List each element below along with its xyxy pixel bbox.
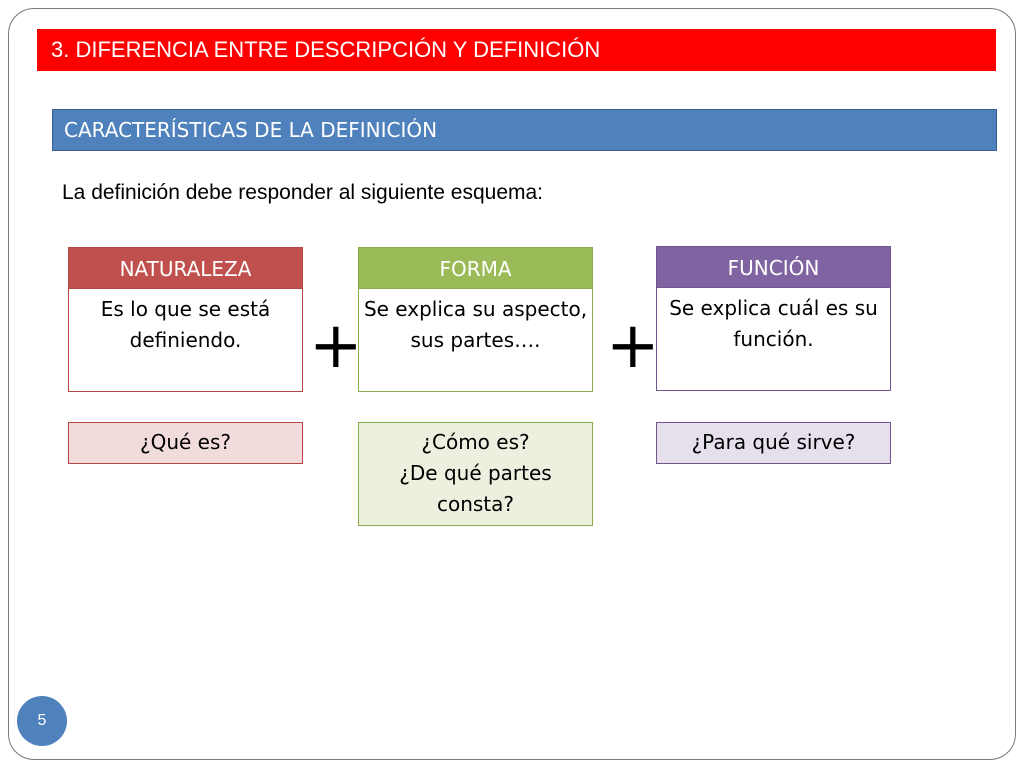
forma-question-line-2: ¿De qué partes consta? [399, 461, 552, 516]
funcion-header: FUNCIÓN [656, 246, 891, 288]
plus-icon: + [309, 309, 363, 383]
intro-text: La definición debe responder al siguient… [62, 181, 544, 204]
funcion-question-line: ¿Para qué sirve? [691, 430, 856, 454]
funcion-box: FUNCIÓN Se explica cuál es su función. [656, 246, 891, 391]
naturaleza-body: Es lo que se está definiendo. [68, 289, 303, 392]
funcion-body: Se explica cuál es su función. [656, 288, 891, 391]
forma-question-line-1: ¿Cómo es? [421, 430, 530, 454]
funcion-question: ¿Para qué sirve? [656, 422, 891, 464]
section-heading: CARACTERÍSTICAS DE LA DEFINICIÓN [52, 109, 997, 151]
page-number: 5 [17, 696, 67, 746]
plus-icon: + [606, 309, 660, 383]
naturaleza-header: NATURALEZA [68, 247, 303, 289]
forma-header: FORMA [358, 247, 593, 289]
forma-box: FORMA Se explica su aspecto, sus partes…… [358, 247, 593, 392]
naturaleza-question: ¿Qué es? [68, 422, 303, 464]
slide-title: 3. DIFERENCIA ENTRE DESCRIPCIÓN Y DEFINI… [37, 29, 996, 71]
forma-body: Se explica su aspecto, sus partes…. [358, 289, 593, 392]
naturaleza-question-line: ¿Qué es? [139, 430, 232, 454]
naturaleza-box: NATURALEZA Es lo que se está definiendo. [68, 247, 303, 392]
forma-question: ¿Cómo es? ¿De qué partes consta? [358, 422, 593, 526]
